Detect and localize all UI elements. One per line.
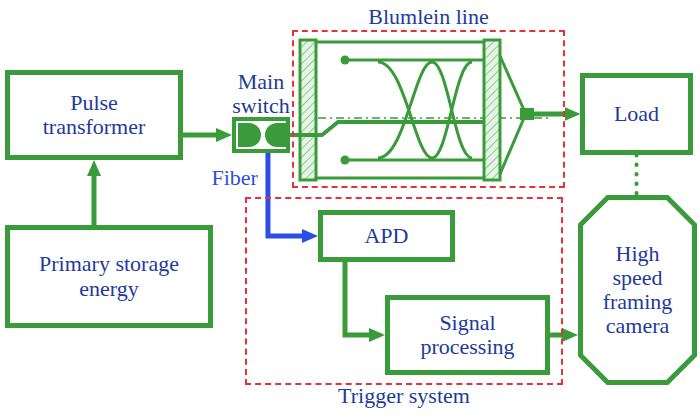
arrow-connector: [550, 333, 570, 338]
node-label: Load: [614, 102, 659, 126]
node-label: Pulse transformer: [29, 91, 159, 139]
node-label: APD: [364, 224, 408, 248]
output-stud: [520, 108, 534, 120]
blumlein-structure: [290, 40, 566, 180]
process-box: APD: [318, 210, 455, 262]
switch-electrode: [238, 123, 261, 147]
node-label: Primary storage energy: [29, 252, 189, 300]
switch-electrode: [265, 123, 286, 147]
middle-conductor: [345, 59, 484, 62]
node-label: Signal processing: [410, 311, 525, 359]
helix-strand: [378, 62, 472, 158]
process-box: Load: [580, 73, 693, 155]
camera-octagon: High speed framing camera: [578, 195, 697, 385]
output-taper: [500, 118, 524, 174]
fiber-link: [268, 153, 310, 236]
arrow-connector: [92, 168, 97, 225]
end-plate: [300, 40, 316, 180]
switch-electrodes: [238, 123, 286, 147]
group-heading: Trigger system: [338, 384, 470, 408]
process-box: Primary storage energy: [5, 225, 213, 328]
conductor-end: [341, 56, 350, 65]
helix-strand: [378, 62, 472, 158]
octagon-shape: [581, 198, 695, 383]
group-heading: Blumlein line: [368, 5, 488, 29]
outer-conductor: [316, 177, 484, 180]
group-heading: Main switch: [221, 70, 301, 118]
group-region: Blumlein line: [292, 30, 565, 188]
dotted-link: [635, 155, 639, 195]
outer-conductor: [316, 41, 484, 44]
output-lead: [532, 112, 566, 117]
group-region: Trigger systemAPDSignal processing: [245, 197, 563, 385]
arrow-connector: [345, 262, 377, 335]
edge-label: Fiber: [211, 166, 259, 190]
output-taper: [500, 56, 524, 110]
end-plate: [484, 40, 500, 180]
arrow-connector: [565, 112, 573, 117]
node-label: High speed framing camera: [595, 242, 680, 339]
middle-conductor: [345, 159, 484, 162]
arrow-connector: [183, 133, 224, 138]
conductor-end: [341, 156, 350, 165]
process-box: Signal processing: [385, 295, 550, 375]
axis-line: [300, 117, 552, 119]
switch-box: Main switch: [232, 117, 290, 153]
process-box: Pulse transformer: [5, 70, 183, 160]
